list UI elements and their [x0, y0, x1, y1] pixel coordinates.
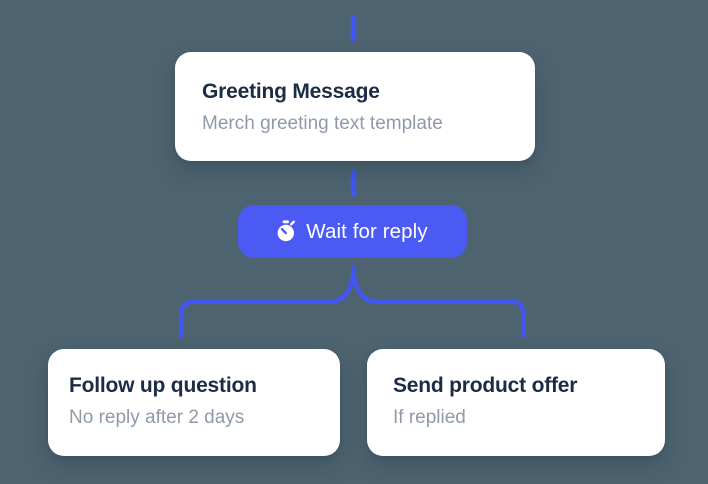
node-greeting-message[interactable]: Greeting Message Merch greeting text tem… [175, 52, 535, 161]
stopwatch-icon [277, 219, 296, 242]
node-send-product-offer[interactable]: Send product offer If replied [367, 349, 665, 456]
node-follow-up-question[interactable]: Follow up question No reply after 2 days [48, 349, 340, 456]
connector-branch-left [179, 265, 356, 339]
node-subtitle: If replied [393, 407, 466, 428]
wait-for-reply-button[interactable]: Wait for reply [238, 205, 467, 258]
node-title: Follow up question [69, 374, 257, 397]
node-title: Send product offer [393, 374, 578, 397]
connector-branch-right [351, 265, 526, 339]
node-title: Greeting Message [202, 80, 380, 103]
node-subtitle: No reply after 2 days [69, 407, 245, 428]
node-subtitle: Merch greeting text template [202, 113, 443, 134]
wait-button-label: Wait for reply [306, 219, 428, 243]
